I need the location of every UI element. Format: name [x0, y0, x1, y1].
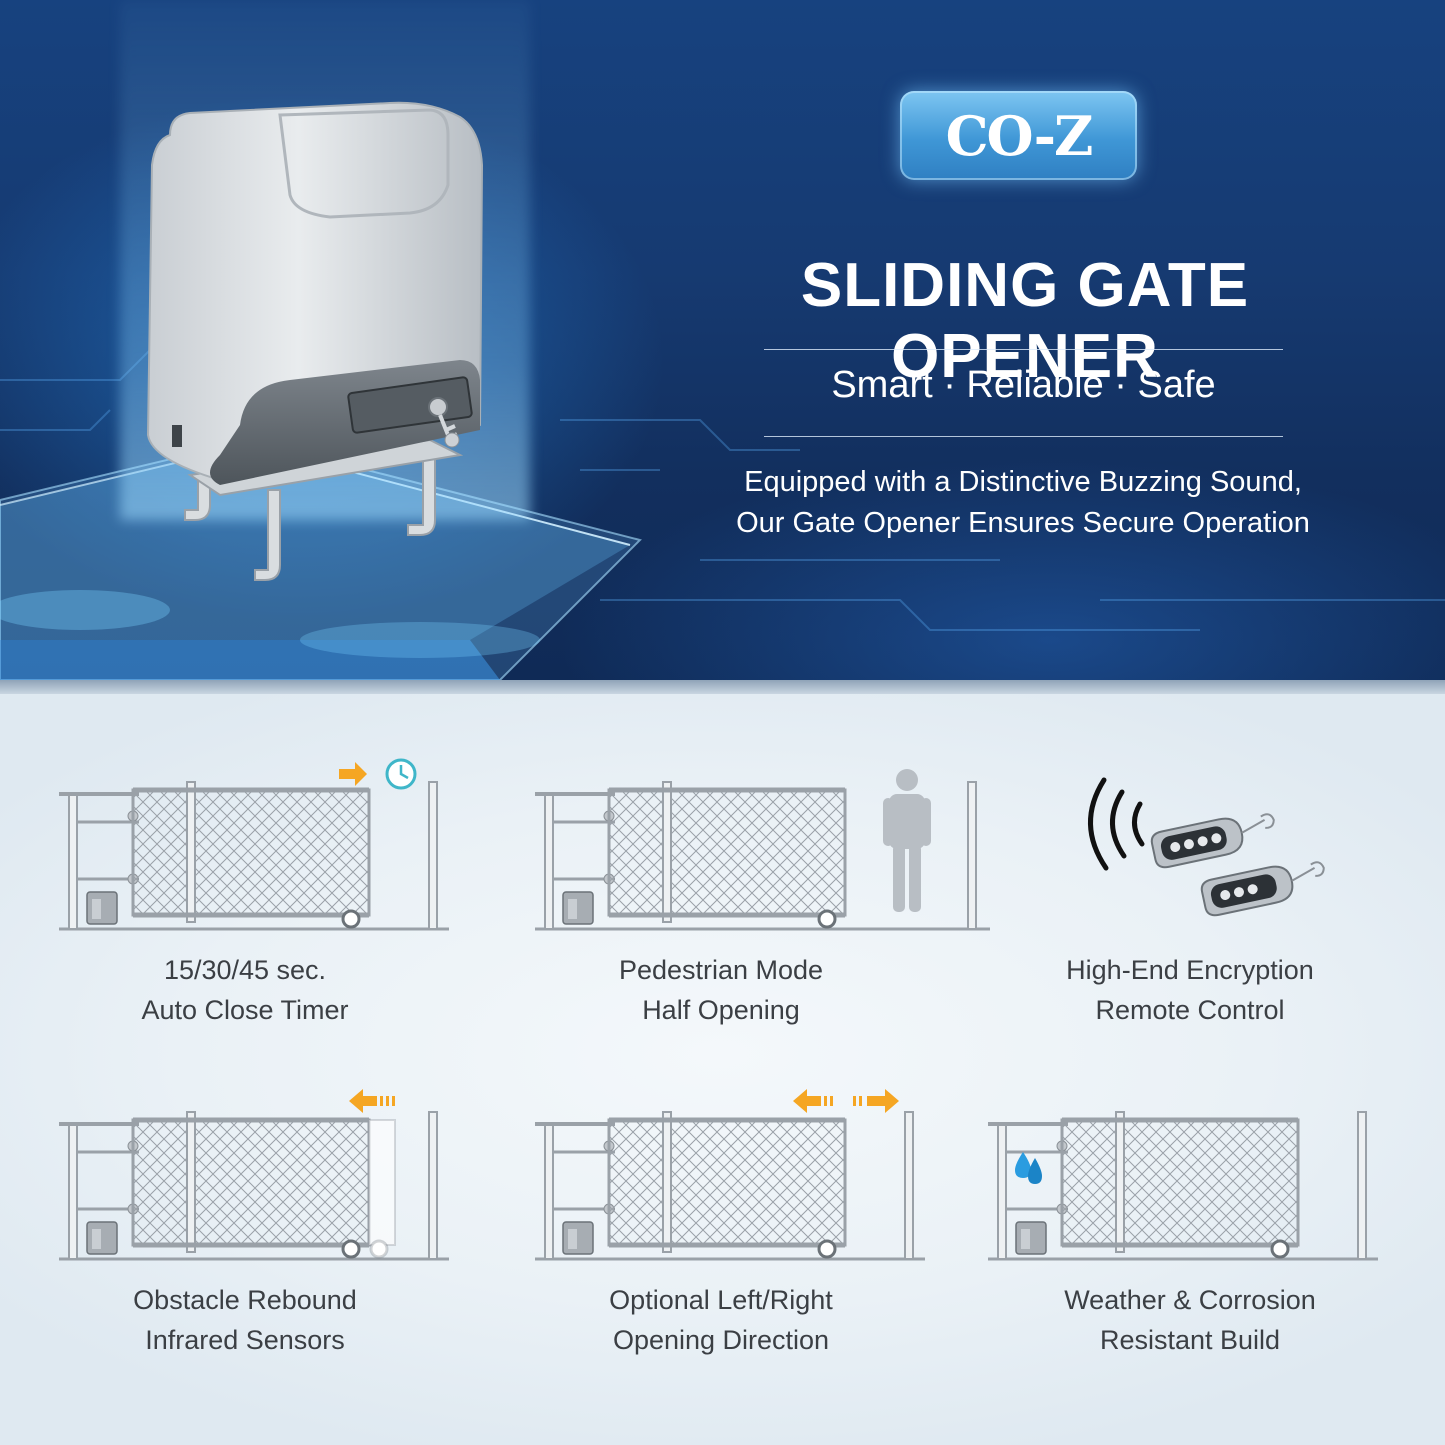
- remote-key-fob-icon: [1088, 777, 1325, 917]
- feature-caption-line-2: Infrared Sensors: [145, 1325, 345, 1355]
- product-tagline: Smart · Reliable · Safe: [831, 364, 1216, 406]
- feature-auto-close-timer: 15/30/45 sec. Auto Close Timer: [15, 758, 475, 1044]
- feature-caption-line-1: 15/30/45 sec.: [163, 955, 327, 985]
- feature-caption-line-2: Auto Close Timer: [141, 995, 349, 1025]
- feature-caption-line-2: Opening Direction: [612, 1325, 830, 1355]
- feature-caption-line-2: Half Opening: [642, 995, 800, 1025]
- description-line-2: Our Gate Opener Ensures Secure Operation: [736, 507, 1310, 539]
- gate-opener-motor-image: [146, 101, 484, 581]
- person-icon: [883, 769, 931, 912]
- tagline-top-rule: [764, 349, 1283, 350]
- description-line-1: Equipped with a Distinctive Buzzing Soun…: [744, 466, 1302, 498]
- feature-caption-line-1: Pedestrian Mode: [618, 955, 824, 985]
- water-drops-icon: [1015, 1152, 1042, 1184]
- clock-icon: [339, 758, 417, 790]
- gate-illustration: [57, 764, 451, 931]
- feature-caption-line-2: Resistant Build: [1099, 1325, 1281, 1355]
- feature-caption-line-2: Remote Control: [1095, 995, 1285, 1025]
- gate-illustration: [533, 769, 990, 931]
- feature-weather-resistant: Weather & Corrosion Resistant Build: [960, 1094, 1420, 1374]
- product-title: SLIDING GATE OPENER: [800, 251, 1250, 391]
- feature-caption-line-1: High-End Encryption: [1066, 955, 1314, 985]
- brand-logo-text: CO-Z: [945, 103, 1094, 168]
- bidirectional-arrow-icon: [793, 1089, 899, 1113]
- feature-left-right-direction: Optional Left/Right Opening Direction: [491, 1089, 951, 1374]
- feature-pedestrian-mode: Pedestrian Mode Half Opening: [491, 764, 990, 1044]
- feature-caption-line-1: Optional Left/Right: [609, 1285, 833, 1315]
- product-description: Equipped with a Distinctive Buzzing Soun…: [690, 462, 1356, 544]
- hero-banner: CO-Z SLIDING GATE OPENER Smart · Reliabl…: [0, 0, 1445, 680]
- feature-caption-line-1: Weather & Corrosion: [1064, 1285, 1316, 1315]
- features-section: 15/30/45 sec. Auto Close Timer Pedestria: [0, 694, 1445, 1445]
- feature-obstacle-rebound: Obstacle Rebound Infrared Sensors: [15, 1089, 475, 1374]
- gate-illustration: [986, 1094, 1380, 1261]
- feature-caption-line-1: Obstacle Rebound: [133, 1285, 357, 1315]
- rebound-arrow-icon: [349, 1089, 395, 1113]
- brand-logo-badge: CO-Z: [900, 91, 1137, 180]
- feature-encrypted-remote: High-End Encryption Remote Control: [960, 764, 1420, 1044]
- gate-illustration: [57, 1094, 451, 1261]
- gate-illustration: [533, 1094, 927, 1261]
- tagline-bottom-rule: [764, 436, 1283, 437]
- section-divider: [0, 680, 1445, 694]
